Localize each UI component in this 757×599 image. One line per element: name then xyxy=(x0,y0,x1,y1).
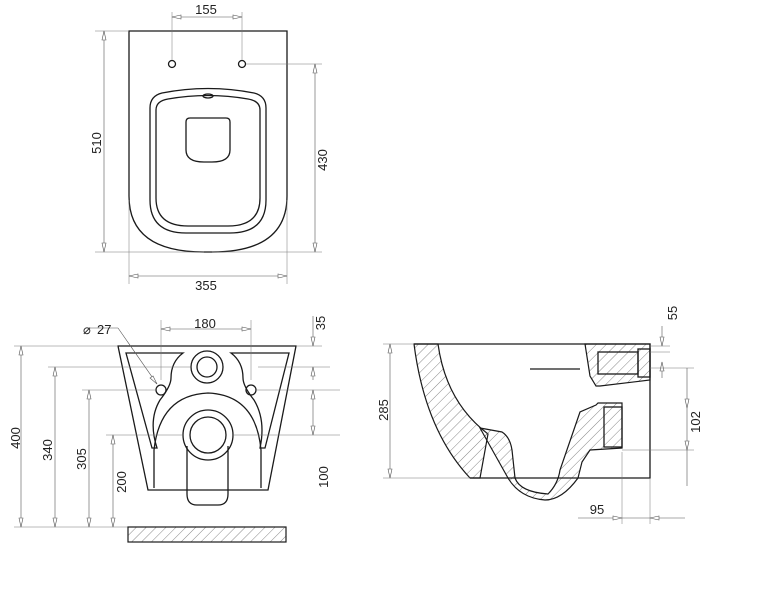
side-section-wall xyxy=(413,343,489,479)
dim-bolt-spacing: 155 xyxy=(195,2,217,17)
floor-hatched xyxy=(127,526,287,543)
dim-total-length: 510 xyxy=(89,132,104,154)
rear-view-left-pocket xyxy=(125,352,185,449)
side-section-view: 55 285 102 95 xyxy=(376,306,703,524)
dim-285: 285 xyxy=(376,399,391,421)
dim-height-340: 340 xyxy=(40,439,55,461)
side-section-rear-block xyxy=(584,343,651,387)
dim-height-305: 305 xyxy=(74,448,89,470)
top-view-bolt-hole-left xyxy=(167,59,177,69)
top-view-flush-inlet xyxy=(202,93,214,99)
top-view: 155 510 430 355 xyxy=(89,2,330,293)
rear-view-bolt-hole-left xyxy=(155,384,167,396)
rear-view: ⌀ 27 180 35 100 400 xyxy=(8,316,340,543)
top-view-bowl-inner xyxy=(155,94,261,227)
dim-width: 355 xyxy=(195,278,217,293)
dim-height-100: 100 xyxy=(316,466,331,488)
rear-view-water-inlet-inner xyxy=(196,356,218,378)
dim-95: 95 xyxy=(590,502,604,517)
dim-102: 102 xyxy=(688,411,703,433)
top-view-bolt-hole-right xyxy=(237,59,247,69)
dim-top-offset: 35 xyxy=(313,316,328,330)
rear-view-inner-arch xyxy=(153,392,262,488)
rear-view-water-inlet-outer xyxy=(190,350,224,384)
dim-hole-diameter: 27 xyxy=(97,322,111,337)
rear-view-spigot xyxy=(186,446,229,506)
dim-total-height: 400 xyxy=(8,427,23,449)
dim-hole-spacing: 180 xyxy=(194,316,216,331)
rear-view-outlet-inner xyxy=(189,416,227,454)
dim-height-200: 200 xyxy=(114,471,129,493)
rear-view-outline xyxy=(117,345,297,491)
rear-view-bolt-hole-right xyxy=(245,384,257,396)
side-section-bowl-outline xyxy=(414,343,651,479)
top-view-drain xyxy=(185,117,231,163)
dim-55: 55 xyxy=(665,306,680,320)
side-section-trap xyxy=(478,402,623,501)
dim-hole-diameter-symbol: ⌀ xyxy=(83,322,91,337)
dim-bolt-to-front: 430 xyxy=(315,149,330,171)
top-view-bowl-rim xyxy=(149,87,267,234)
side-section-outlet-pipe xyxy=(603,406,623,448)
side-section-inlet-flange xyxy=(637,348,651,378)
